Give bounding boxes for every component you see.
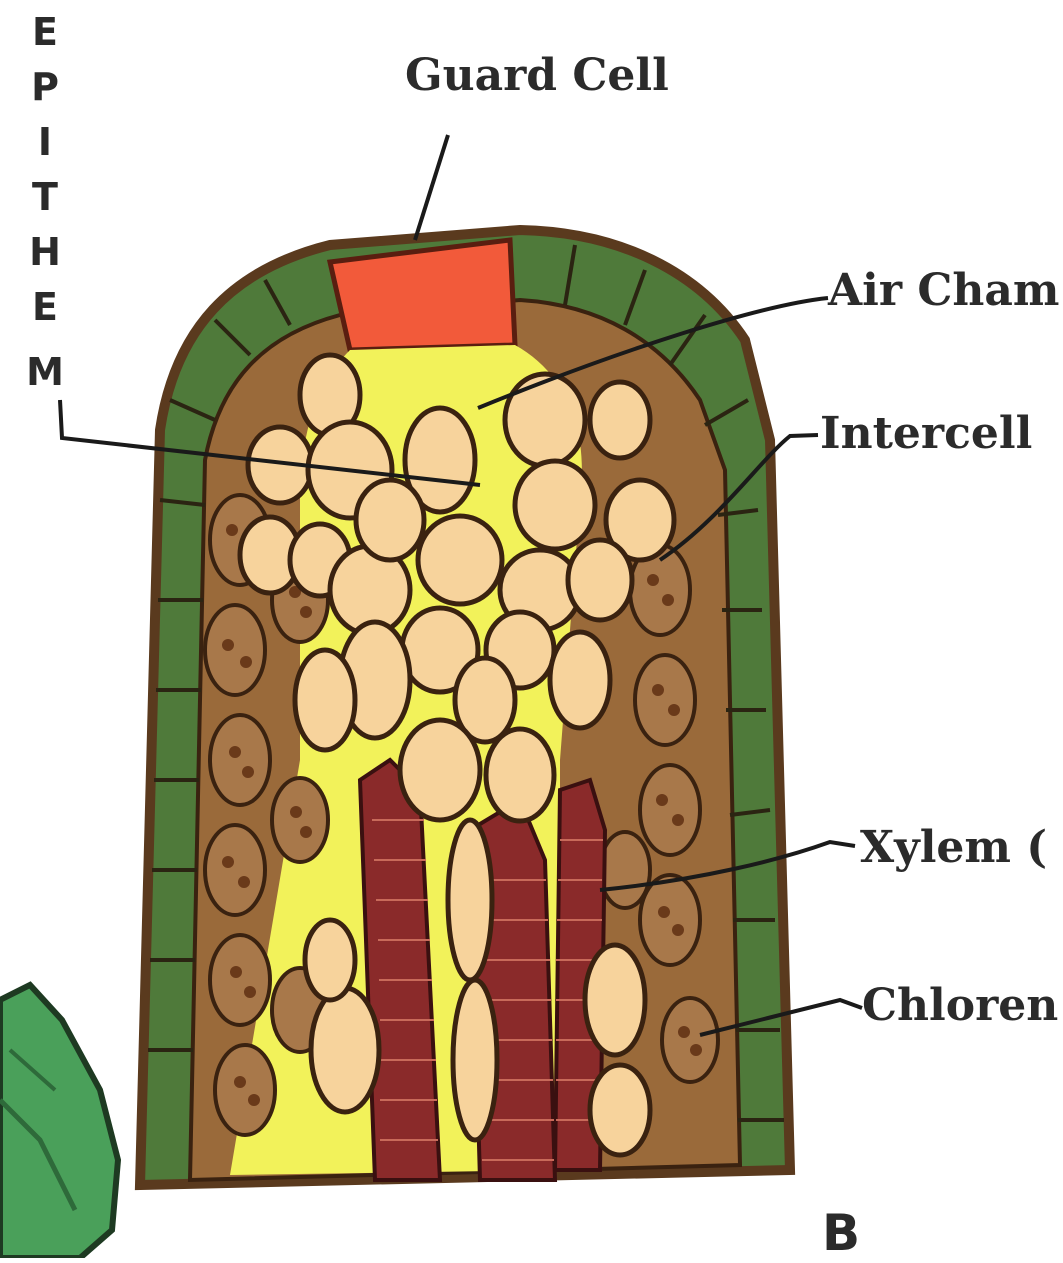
guard-cell-label: Guard Cell bbox=[405, 50, 669, 101]
vertical-letter-2: P bbox=[31, 65, 59, 109]
chlorenchyma-label: Chloren bbox=[862, 980, 1058, 1031]
vertical-letter-3: I bbox=[38, 120, 52, 164]
leaf-fragment bbox=[0, 985, 118, 1258]
vertical-letter-7: M bbox=[26, 350, 64, 394]
vertical-label: E P I T H E M bbox=[26, 10, 64, 394]
vertical-letter-5: H bbox=[29, 230, 61, 274]
air-chamber-label: Air Cham bbox=[827, 265, 1059, 316]
guard-cell bbox=[330, 240, 515, 350]
guard-cell-pointer bbox=[415, 135, 448, 240]
vertical-letter-1: E bbox=[32, 10, 58, 54]
intercellular-label: Intercell bbox=[820, 408, 1032, 459]
vertical-letter-6: E bbox=[32, 285, 58, 329]
xylem-label: Xylem ( bbox=[860, 822, 1047, 873]
vertical-letter-4: T bbox=[32, 175, 58, 219]
panel-letter: B bbox=[822, 1204, 860, 1258]
